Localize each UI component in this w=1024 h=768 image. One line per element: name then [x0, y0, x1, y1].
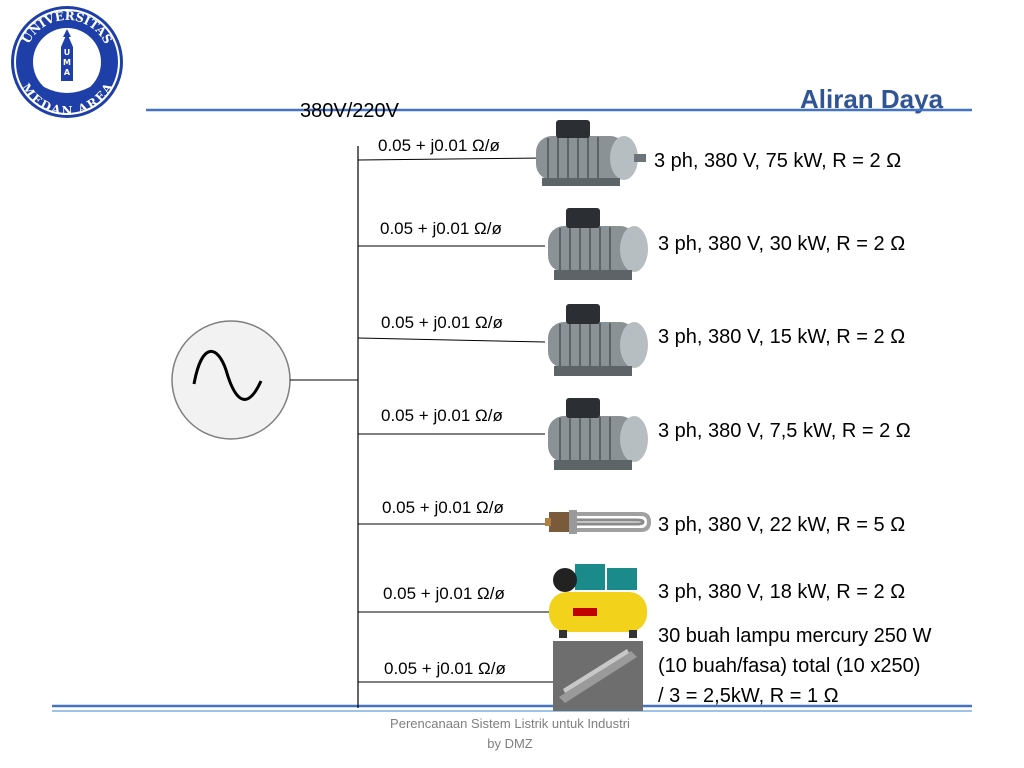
load-description-7: 30 buah lampu mercury 250 W (10 buah/fas…	[658, 621, 931, 711]
load-description-7-line-2: (10 buah/fasa) total (10 x250)	[658, 655, 921, 677]
impedance-label-1: 0.05 + j0.01 Ω/ø	[378, 136, 500, 155]
heater-element-image	[545, 510, 652, 534]
impedance-label-3: 0.05 + j0.01 Ω/ø	[381, 313, 503, 332]
logo-letter-a: A	[64, 68, 71, 77]
load-description-5: 3 ph, 380 V, 22 kW, R = 5 Ω	[658, 514, 906, 536]
footer-line-1: Perencanaan Sistem Listrik untuk Industr…	[390, 716, 630, 731]
branch-line-3	[357, 337, 546, 343]
branch-line-1	[357, 157, 546, 161]
air-compressor-image	[549, 564, 647, 638]
load-description-2: 3 ph, 380 V, 30 kW, R = 2 Ω	[658, 233, 906, 255]
impedance-label-6: 0.05 + j0.01 Ω/ø	[383, 584, 505, 603]
load-description-1: 3 ph, 380 V, 75 kW, R = 2 Ω	[654, 150, 902, 172]
motor-image-4	[548, 398, 648, 470]
motor-image-2	[548, 208, 648, 280]
load-description-6: 3 ph, 380 V, 18 kW, R = 2 Ω	[658, 581, 906, 603]
slide-footer: Perencanaan Sistem Listrik untuk Industr…	[340, 714, 680, 754]
impedance-label-7: 0.05 + j0.01 Ω/ø	[384, 659, 506, 678]
motor-image-1	[536, 120, 646, 186]
university-logo: UNIVERSITAS MEDAN AREA U M A	[8, 3, 126, 121]
load-description-7-line-1: 30 buah lampu mercury 250 W	[658, 625, 932, 647]
impedance-label-5: 0.05 + j0.01 Ω/ø	[382, 498, 504, 517]
load-description-3: 3 ph, 380 V, 15 kW, R = 2 Ω	[658, 326, 906, 348]
bus-voltage-label: 380V/220V	[300, 100, 399, 122]
motor-image-3	[548, 304, 648, 376]
impedance-label-4: 0.05 + j0.01 Ω/ø	[381, 406, 503, 425]
impedance-label-2: 0.05 + j0.01 Ω/ø	[380, 219, 502, 238]
ac-source-symbol	[171, 320, 291, 440]
sine-wave-icon	[192, 350, 263, 401]
load-description-7-line-3: / 3 = 2,5kW, R = 1 Ω	[658, 685, 839, 707]
logo-letter-m: M	[63, 58, 71, 67]
logo-letter-u: U	[64, 48, 71, 57]
load-description-4: 3 ph, 380 V, 7,5 kW, R = 2 Ω	[658, 420, 911, 442]
mercury-lamp-fixture-image	[553, 641, 643, 711]
footer-line-2: by DMZ	[487, 736, 533, 751]
